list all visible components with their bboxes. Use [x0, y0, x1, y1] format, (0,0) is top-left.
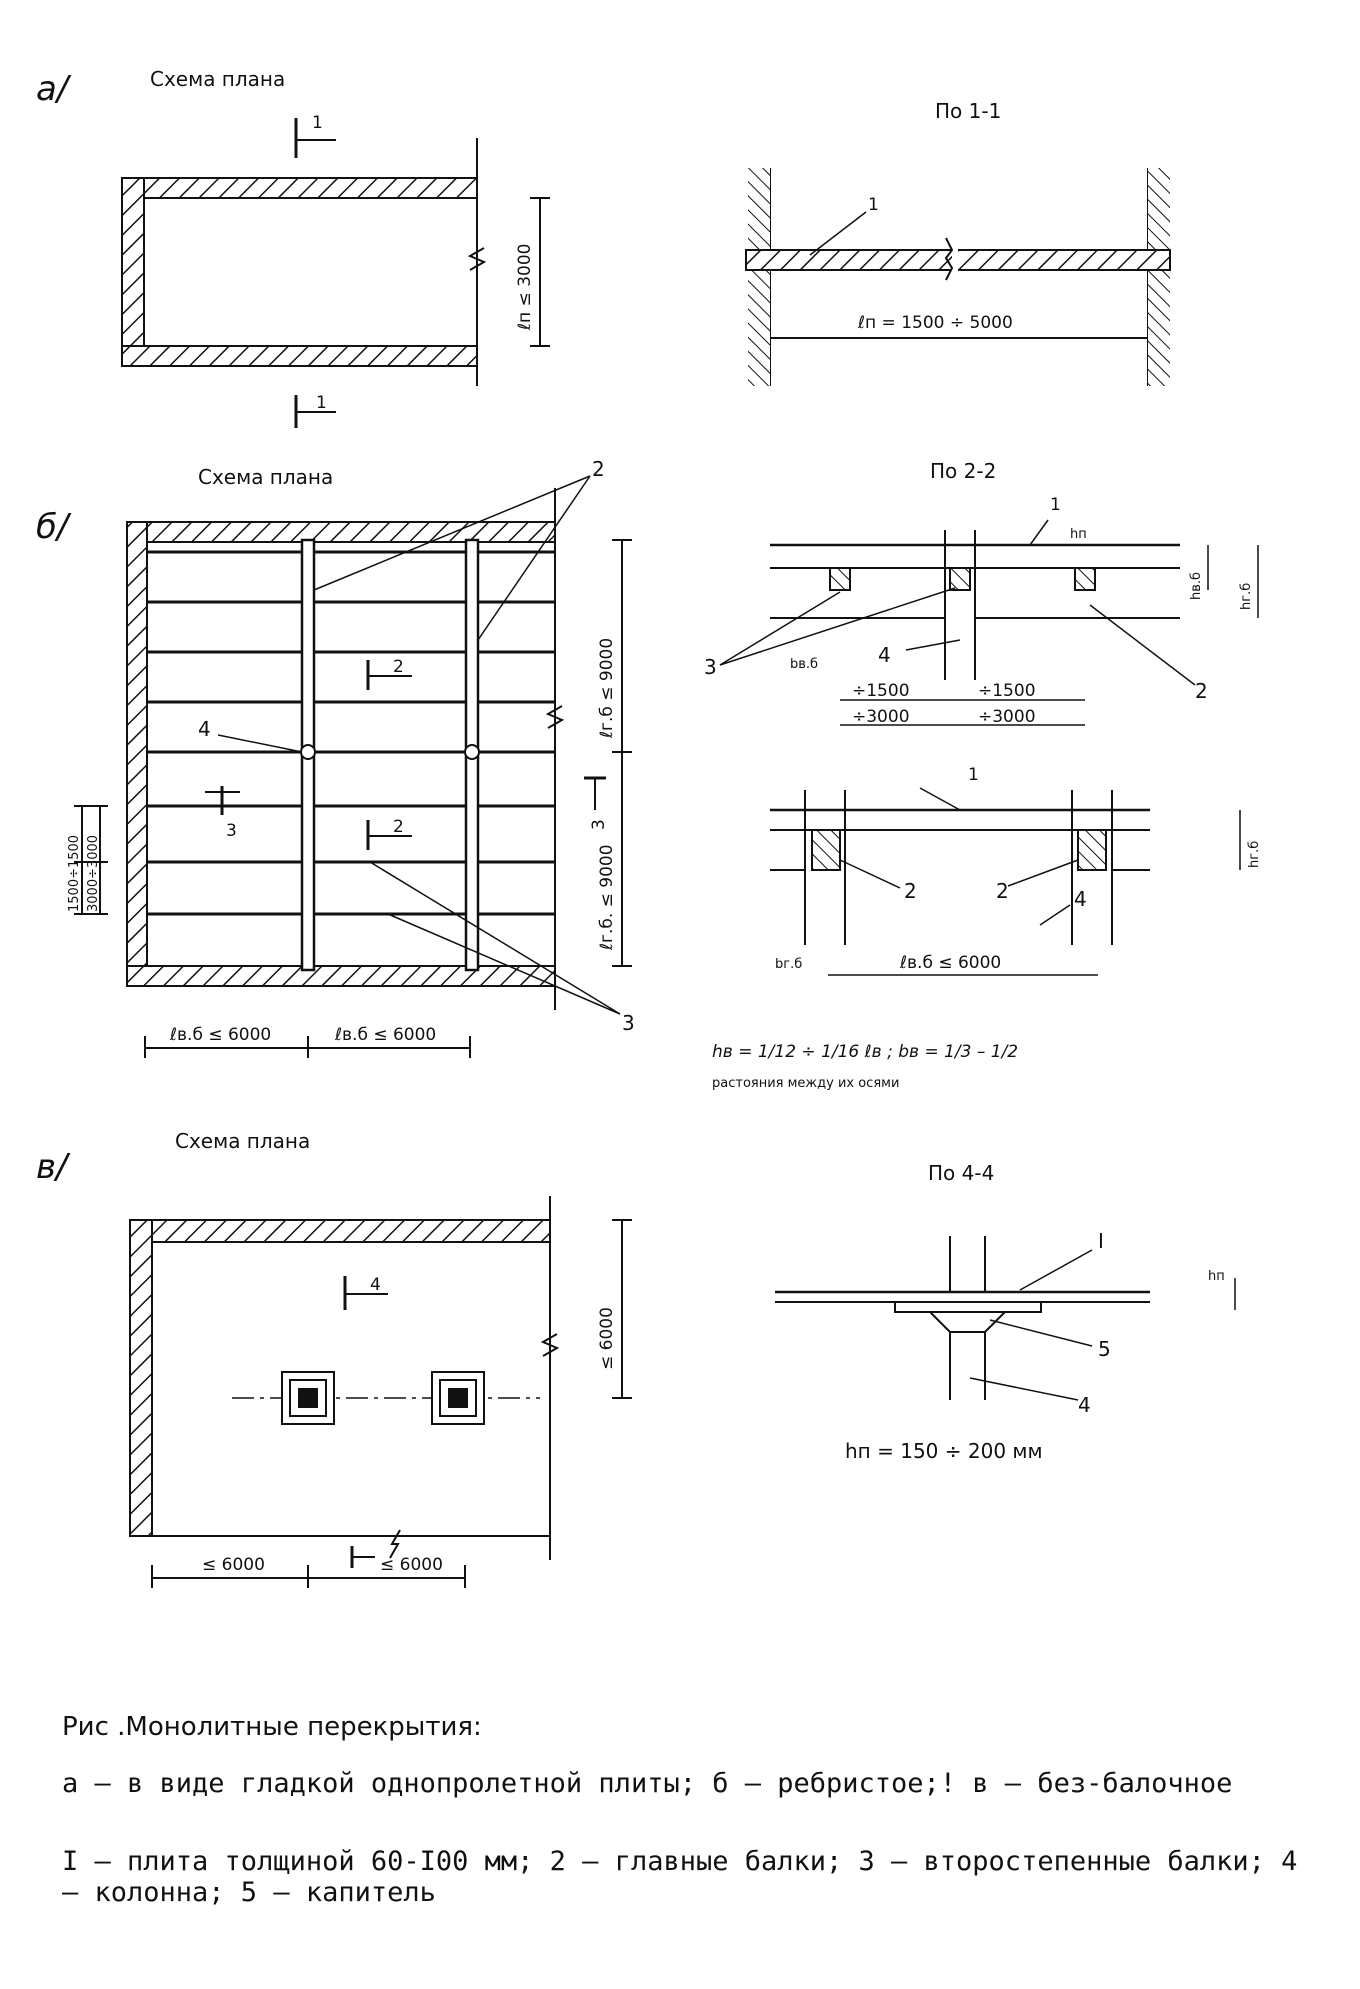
panel-b-hgb-mark: hг.б	[1239, 583, 1254, 610]
panel-b-section-2-2: 1 hп hв.б hг.б 2 3 4 bв.б ÷1500 ÷1500 ÷3…	[704, 495, 1259, 727]
panel-c-right-dimension: ≤ 6000	[597, 1307, 617, 1370]
panel-c-hp-mark: hп	[1208, 1269, 1225, 1284]
panel-c-note: hп = 150 ÷ 200 мм	[845, 1439, 1043, 1463]
panel-a-plan: 1 1 ℓп ≤ 3000	[121, 113, 550, 428]
panel-c-bottom-dimension-1: ≤ 6000	[202, 1555, 265, 1575]
panel-c-column-2	[431, 1371, 485, 1425]
panel-b-label-column: 4	[198, 717, 211, 741]
panel-b-section-label-slab: 1	[1050, 495, 1061, 515]
panel-b-formula-note: растояния между их осями	[712, 1076, 899, 1091]
panel-b-main-span-dimension-1: ℓг.б ≤ 9000	[597, 638, 617, 739]
panel-b-section-title: По 2-2	[930, 459, 996, 483]
panel-a: a/ Схема плана 1 1 ℓп ≤ 3000 По 1-1	[36, 67, 1171, 428]
panel-b-section33-span: ℓв.б ≤ 6000	[899, 953, 1001, 973]
panel-b-left-dimension-1: 1500÷1500	[67, 835, 82, 912]
panel-b-hp-mark: hп	[1070, 527, 1087, 542]
panel-b-section-3-3: 1 hг.б 2 2 4 bг.б ℓв.б ≤ 6000	[770, 765, 1262, 976]
panel-b-secondary-span-dimension-1: ℓв.б ≤ 6000	[169, 1025, 271, 1045]
panel-a-section-mark-bottom: 1	[316, 393, 327, 413]
panel-b-section-label-column: 4	[878, 643, 891, 667]
panel-b-section33-label-column: 4	[1074, 887, 1087, 911]
panel-b-label-main-girders: 2	[592, 457, 605, 481]
panel-b-section-dim-2: ÷1500	[978, 681, 1036, 701]
panel-c-bottom-dimension-2: ≤ 6000	[380, 1555, 443, 1575]
panel-a-section-mark-top: 1	[312, 113, 323, 133]
panel-a-plan-title: Схема плана	[150, 67, 285, 91]
figure-caption-line-b: I – плита толщиной 60-I00 мм; 2 – главны…	[62, 1846, 1298, 1908]
panel-b-section-mark-3b: 3	[589, 819, 609, 830]
panel-b-section-dim-4: ÷3000	[978, 707, 1036, 727]
panel-c-label-column: 4	[1078, 1393, 1091, 1417]
figure-caption-title: Рис .Монолитные перекрытия:	[62, 1712, 482, 1742]
panel-c-label-capital: 5	[1098, 1337, 1111, 1361]
panel-c-letter: в/	[36, 1147, 71, 1187]
panel-b-hvb-mark: hв.б	[1189, 572, 1204, 600]
panel-b-section-mark-2b: 2	[393, 817, 404, 837]
panel-c-section-mark: 4	[370, 1275, 381, 1295]
panel-b: б/ Схема плана	[36, 457, 1262, 1091]
panel-b-bvb-mark: bв.б	[790, 657, 818, 672]
panel-b-section-dim-1: ÷1500	[852, 681, 910, 701]
panel-b-section-mark-2a: 2	[393, 657, 404, 677]
panel-c-column-1	[281, 1371, 335, 1425]
panel-b-plan: 2 4 3 2 2 3 3 ℓг.б ≤ 9000	[67, 457, 635, 1058]
panel-a-letter: a/	[36, 69, 72, 109]
panel-b-secondary-beams	[147, 550, 555, 916]
panel-c-label-slab: I	[1098, 1229, 1104, 1253]
panel-b-section-mark-3a: 3	[226, 821, 237, 841]
panel-b-plan-title: Схема плана	[198, 465, 333, 489]
figure-caption-line-a: а – в виде гладкой однопролетной плиты; …	[62, 1768, 1233, 1799]
panel-a-span-dimension: ℓп ≤ 3000	[515, 244, 535, 331]
panel-b-letter: б/	[36, 507, 72, 547]
panel-b-section-label-beams: 3	[704, 655, 717, 679]
panel-c: в/ Схема плана 4	[36, 1129, 1236, 1588]
panel-b-secondary-span-dimension-2: ℓв.б ≤ 6000	[334, 1025, 436, 1045]
panel-b-section33-label-slab: 1	[968, 765, 979, 785]
panel-c-plan-title: Схема плана	[175, 1129, 310, 1153]
panel-b-left-dimension-2: 3000÷3000	[86, 835, 101, 912]
panel-b-main-span-dimension-2: ℓг.б. ≤ 9000	[597, 844, 617, 951]
panel-b-section-dim-3: ÷3000	[852, 707, 910, 727]
panel-b-label-secondary-beams: 3	[622, 1011, 635, 1035]
panel-c-section-title: По 4-4	[928, 1161, 994, 1185]
panel-b-section-label-girder: 2	[1195, 679, 1208, 703]
panel-a-section-title: По 1-1	[935, 99, 1001, 123]
panel-a-section-1-1: 1 ℓп = 1500 ÷ 5000	[745, 168, 1171, 386]
panel-b-section33-label-girder-2: 2	[996, 879, 1009, 903]
panel-b-formula: hв = 1/12 ÷ 1/16 ℓв ; bв = 1/3 – 1/2	[712, 1042, 1018, 1062]
panel-b-section33-hgb: hг.б	[1247, 841, 1262, 868]
panel-c-plan: 4 ≤ 6000 ≤ 6000 ≤ 6000	[129, 1196, 632, 1588]
panel-a-slab-label: 1	[868, 195, 879, 215]
panel-b-section33-bgb: bг.б	[775, 957, 802, 972]
panel-c-section-4-4: I 5 4 hп hп = 150 ÷ 200 мм	[775, 1229, 1236, 1463]
panel-b-section33-label-girder-1: 2	[904, 879, 917, 903]
panel-a-section-dimension: ℓп = 1500 ÷ 5000	[857, 313, 1013, 333]
